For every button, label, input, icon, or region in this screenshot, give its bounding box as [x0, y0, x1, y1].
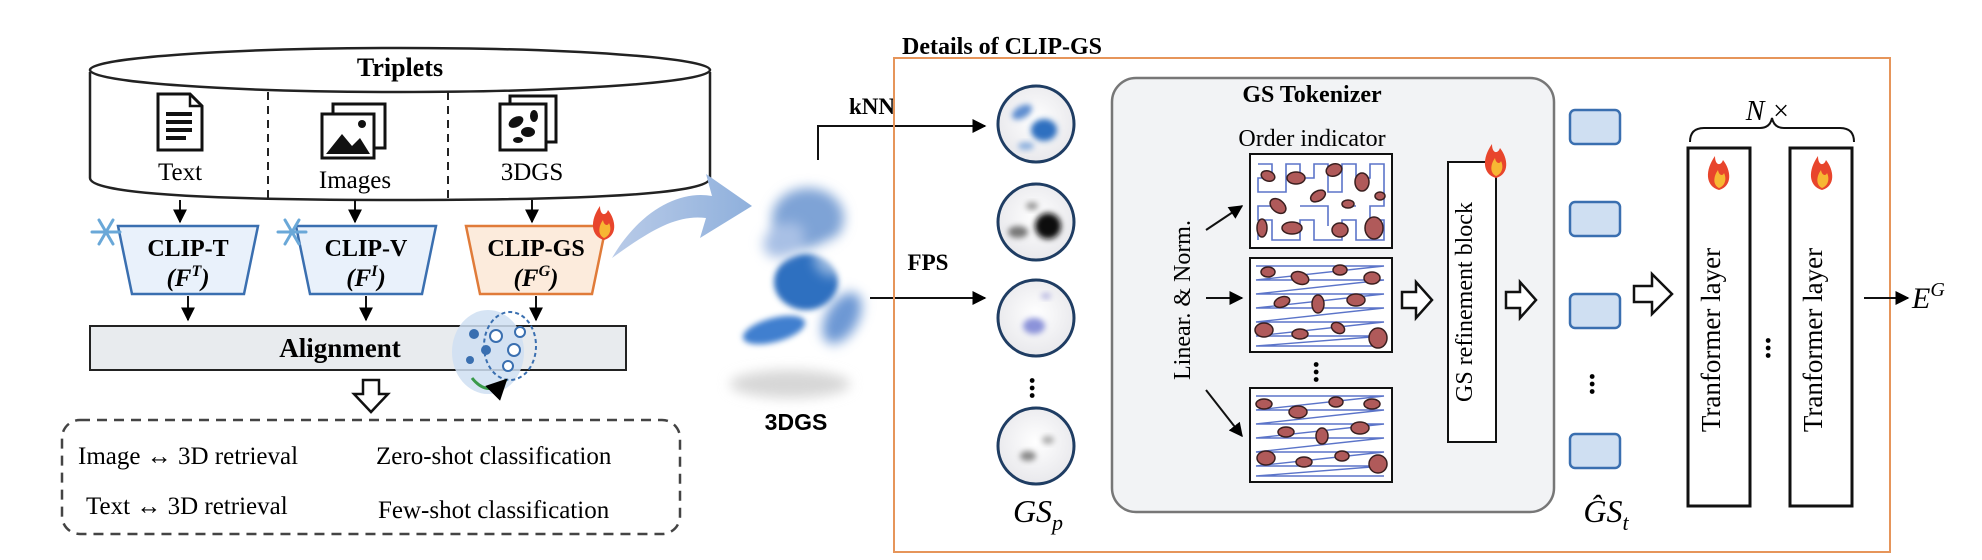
transformer-layer-1 [1686, 146, 1752, 508]
encoder-clip-t-sup: T [191, 263, 202, 280]
task-text-3d-retrieval: Text ↔ 3D retrieval [86, 493, 288, 520]
gaussian-splat-icon [498, 94, 558, 152]
encoder-clip-v-sup: I [370, 263, 378, 280]
images-icon [320, 102, 387, 160]
encoder-clip-v: CLIP-V (FI) [294, 224, 438, 296]
gsp-label: GSp [1013, 493, 1063, 535]
task-image-3d-retrieval: Image ↔ 3D retrieval [78, 443, 298, 470]
triplets-title: Triplets [357, 53, 443, 82]
flame-icon [1810, 156, 1833, 190]
transformer-layer-1-label: Tranformer layer [1696, 248, 1726, 432]
middle-input-label: 3DGS [765, 409, 828, 435]
transformer-ellipsis: ... [1759, 337, 1792, 360]
gs-patch-sphere [996, 278, 1076, 358]
gst-label: ĜSt [1583, 493, 1629, 535]
gs-token [1568, 200, 1622, 238]
big-curved-arrow [612, 174, 752, 258]
encoder-clip-v-symbol: F [354, 265, 372, 292]
encoder-clip-gs-name: CLIP-GS [487, 236, 584, 262]
task-zero-shot-classification: Zero-shot classification [376, 443, 612, 470]
n-times-brace [1689, 117, 1855, 143]
gs-patch-sphere [996, 406, 1076, 486]
flame-icon [1484, 144, 1507, 178]
embedding-cluster-icon [452, 310, 537, 401]
encoder-clip-v-name: CLIP-V [325, 236, 408, 262]
input-label-text: Text [158, 159, 202, 186]
tasks-box [60, 418, 682, 536]
gs-token [1568, 432, 1622, 470]
knn-label: kNN [849, 94, 895, 119]
order-indicator-label: Order indicator [1238, 126, 1385, 152]
triplets-database: Triplets Text Images [88, 46, 712, 202]
grid-ellipsis: ... [1307, 361, 1340, 384]
input-label-3dgs: 3DGS [501, 159, 564, 186]
encoder-clip-t-symbol: F [174, 265, 192, 292]
flame-icon [592, 206, 615, 240]
transformer-layer-2 [1788, 146, 1854, 508]
snowflake-icon [90, 218, 122, 246]
encoder-clip-t-name: CLIP-T [147, 236, 228, 262]
hollow-right-arrow [1632, 270, 1674, 318]
alignment-label: Alignment [279, 333, 401, 363]
fps-label: FPS [908, 250, 949, 275]
output-label: EG [1911, 279, 1945, 315]
transformer-layer-2-label: Tranformer layer [1798, 248, 1828, 432]
hollow-right-arrow [1400, 278, 1434, 322]
encoder-clip-gs-sup: G [539, 263, 551, 280]
task-few-shot-classification: Few-shot classification [378, 497, 610, 524]
encoder-clip-gs-symbol: F [521, 265, 539, 292]
details-panel [893, 57, 1891, 553]
token-ellipsis: ... [1583, 373, 1616, 396]
flame-icon [1707, 156, 1730, 190]
linear-norm-label: Linear. & Norm. [1170, 220, 1196, 380]
snowflake-icon [276, 218, 308, 246]
gs-patch-sphere [996, 182, 1076, 262]
order-grid-1 [1249, 153, 1393, 249]
input-label-images: Images [319, 167, 391, 194]
document-icon [156, 92, 204, 152]
details-title: Details of CLIP-GS [902, 34, 1102, 60]
encoder-clip-t: CLIP-T (FT) [116, 224, 260, 296]
gs-patch-ellipsis: ... [1023, 377, 1056, 400]
hollow-right-arrow [1504, 278, 1538, 322]
svg-text:(FT): (FT) [166, 263, 209, 292]
gs-token [1568, 292, 1622, 330]
refinement-label: GS refinement block [1452, 202, 1478, 402]
refinement-block [1447, 161, 1497, 443]
order-grid-3 [1249, 387, 1393, 483]
gs-patch-sphere [996, 84, 1076, 164]
hollow-down-arrow [351, 378, 391, 414]
encoder-clip-gs: CLIP-GS (FG) [464, 224, 608, 296]
svg-text:(FG): (FG) [514, 263, 559, 292]
order-grid-2 [1249, 257, 1393, 353]
n-times-label: N × [1745, 96, 1791, 127]
gs-tokenizer-title: GS Tokenizer [1242, 82, 1382, 108]
3dgs-object-image [730, 188, 862, 398]
svg-text:(FI): (FI) [346, 263, 386, 292]
gs-token [1568, 108, 1622, 146]
